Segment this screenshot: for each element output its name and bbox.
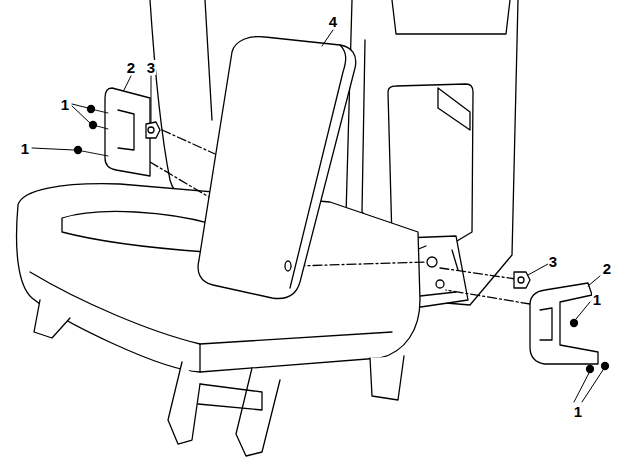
screw	[88, 106, 95, 113]
callout-number: 2	[126, 60, 136, 75]
seat-leg	[370, 356, 404, 400]
seat-leg	[236, 368, 280, 456]
seat-drawing	[17, 0, 609, 456]
hinge-detail	[416, 246, 458, 296]
bolt-head	[518, 277, 524, 283]
trim-bracket	[530, 283, 598, 364]
hinge-hole	[436, 280, 444, 288]
cushion-pad	[62, 211, 212, 252]
callout-number: 1	[573, 404, 583, 419]
screw	[602, 363, 609, 370]
hinge-hole	[427, 257, 437, 267]
bolt	[514, 272, 530, 288]
callout-number: 4	[328, 14, 338, 29]
headrest-area	[392, 0, 510, 34]
trim-bracket	[105, 88, 150, 176]
bolt	[146, 122, 160, 138]
seat-leg	[168, 362, 200, 444]
seat-leg	[34, 300, 70, 338]
pocket-strap	[438, 88, 470, 130]
callout-number: 1	[592, 292, 602, 307]
callout-number: 1	[60, 97, 70, 112]
bolt-head	[148, 127, 154, 133]
leader-line	[32, 30, 603, 402]
callout-number: 3	[548, 254, 558, 269]
armrest-hole	[285, 261, 291, 271]
screw	[90, 122, 97, 129]
screw	[571, 320, 578, 327]
callout-number: 3	[146, 60, 156, 75]
cushion-side	[199, 344, 200, 372]
screw	[587, 366, 594, 373]
armrest-edge	[290, 45, 346, 288]
screw-axis	[82, 110, 108, 156]
armrest	[198, 37, 356, 299]
seat-rail	[198, 384, 262, 410]
screw	[75, 147, 82, 154]
alignment-line	[296, 262, 530, 304]
callout-number: 2	[602, 261, 612, 276]
left-seatback-edge	[205, 0, 212, 120]
bracket-notch	[540, 308, 552, 340]
callout-number: 1	[20, 141, 30, 156]
bracket-notch	[118, 110, 134, 150]
